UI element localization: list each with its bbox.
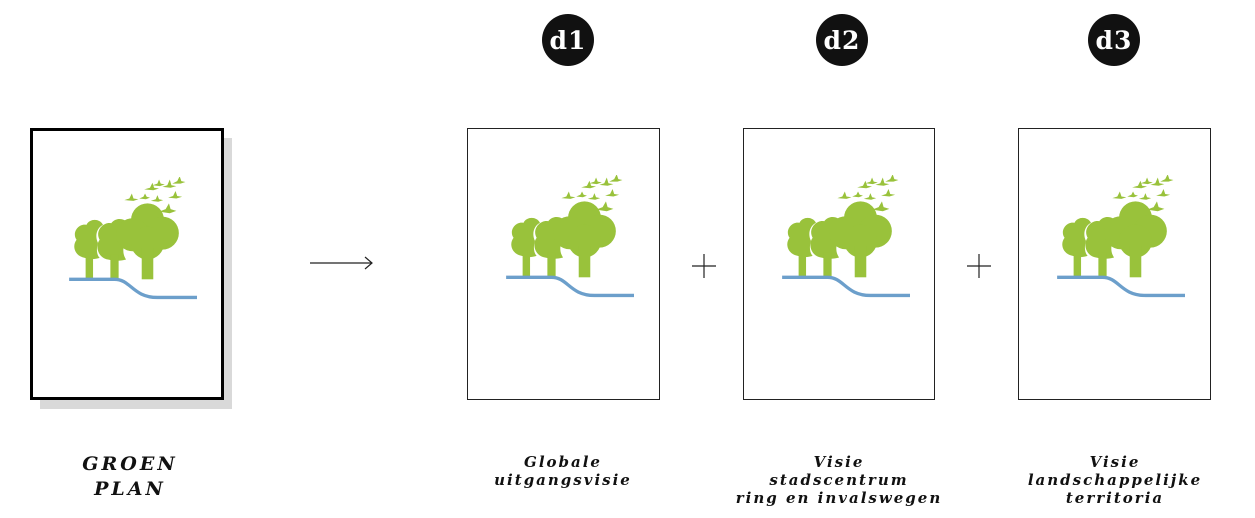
document-d3 xyxy=(1018,128,1211,400)
caption-line: landschappelijke xyxy=(1027,471,1203,489)
source-title: GROEN PLAN xyxy=(40,452,220,502)
trees-river-birds-icon xyxy=(778,175,910,307)
caption-line: territoria xyxy=(1065,489,1165,507)
badge-d2: d2 xyxy=(816,14,868,66)
source-title-line: PLAN xyxy=(94,478,166,500)
caption-d1: Globale uitgangsvisie xyxy=(463,453,663,489)
plus-icon xyxy=(967,254,991,278)
document-d2 xyxy=(743,128,935,400)
caption-line: uitgangsvisie xyxy=(494,471,632,489)
plus-icon xyxy=(692,254,716,278)
caption-line: Globale xyxy=(524,453,602,471)
caption-line: ring en invalswegen xyxy=(735,489,943,507)
caption-d2: Visie stadscentrum ring en invalswegen xyxy=(714,453,964,507)
source-title-line: GROEN xyxy=(82,453,178,475)
trees-river-birds-icon xyxy=(1053,175,1185,307)
caption-line: stadscentrum xyxy=(769,471,909,489)
document-d1 xyxy=(467,128,660,400)
badge-d1: d1 xyxy=(542,14,594,66)
caption-line: Visie xyxy=(813,453,865,471)
caption-line: Visie xyxy=(1089,453,1141,471)
trees-river-birds-icon xyxy=(502,175,634,307)
caption-d3: Visie landschappelijke territoria xyxy=(1005,453,1225,507)
arrow-right-icon xyxy=(310,256,373,270)
badge-d3: d3 xyxy=(1088,14,1140,66)
groenplan-document xyxy=(30,128,224,400)
trees-river-birds-icon xyxy=(65,177,197,309)
